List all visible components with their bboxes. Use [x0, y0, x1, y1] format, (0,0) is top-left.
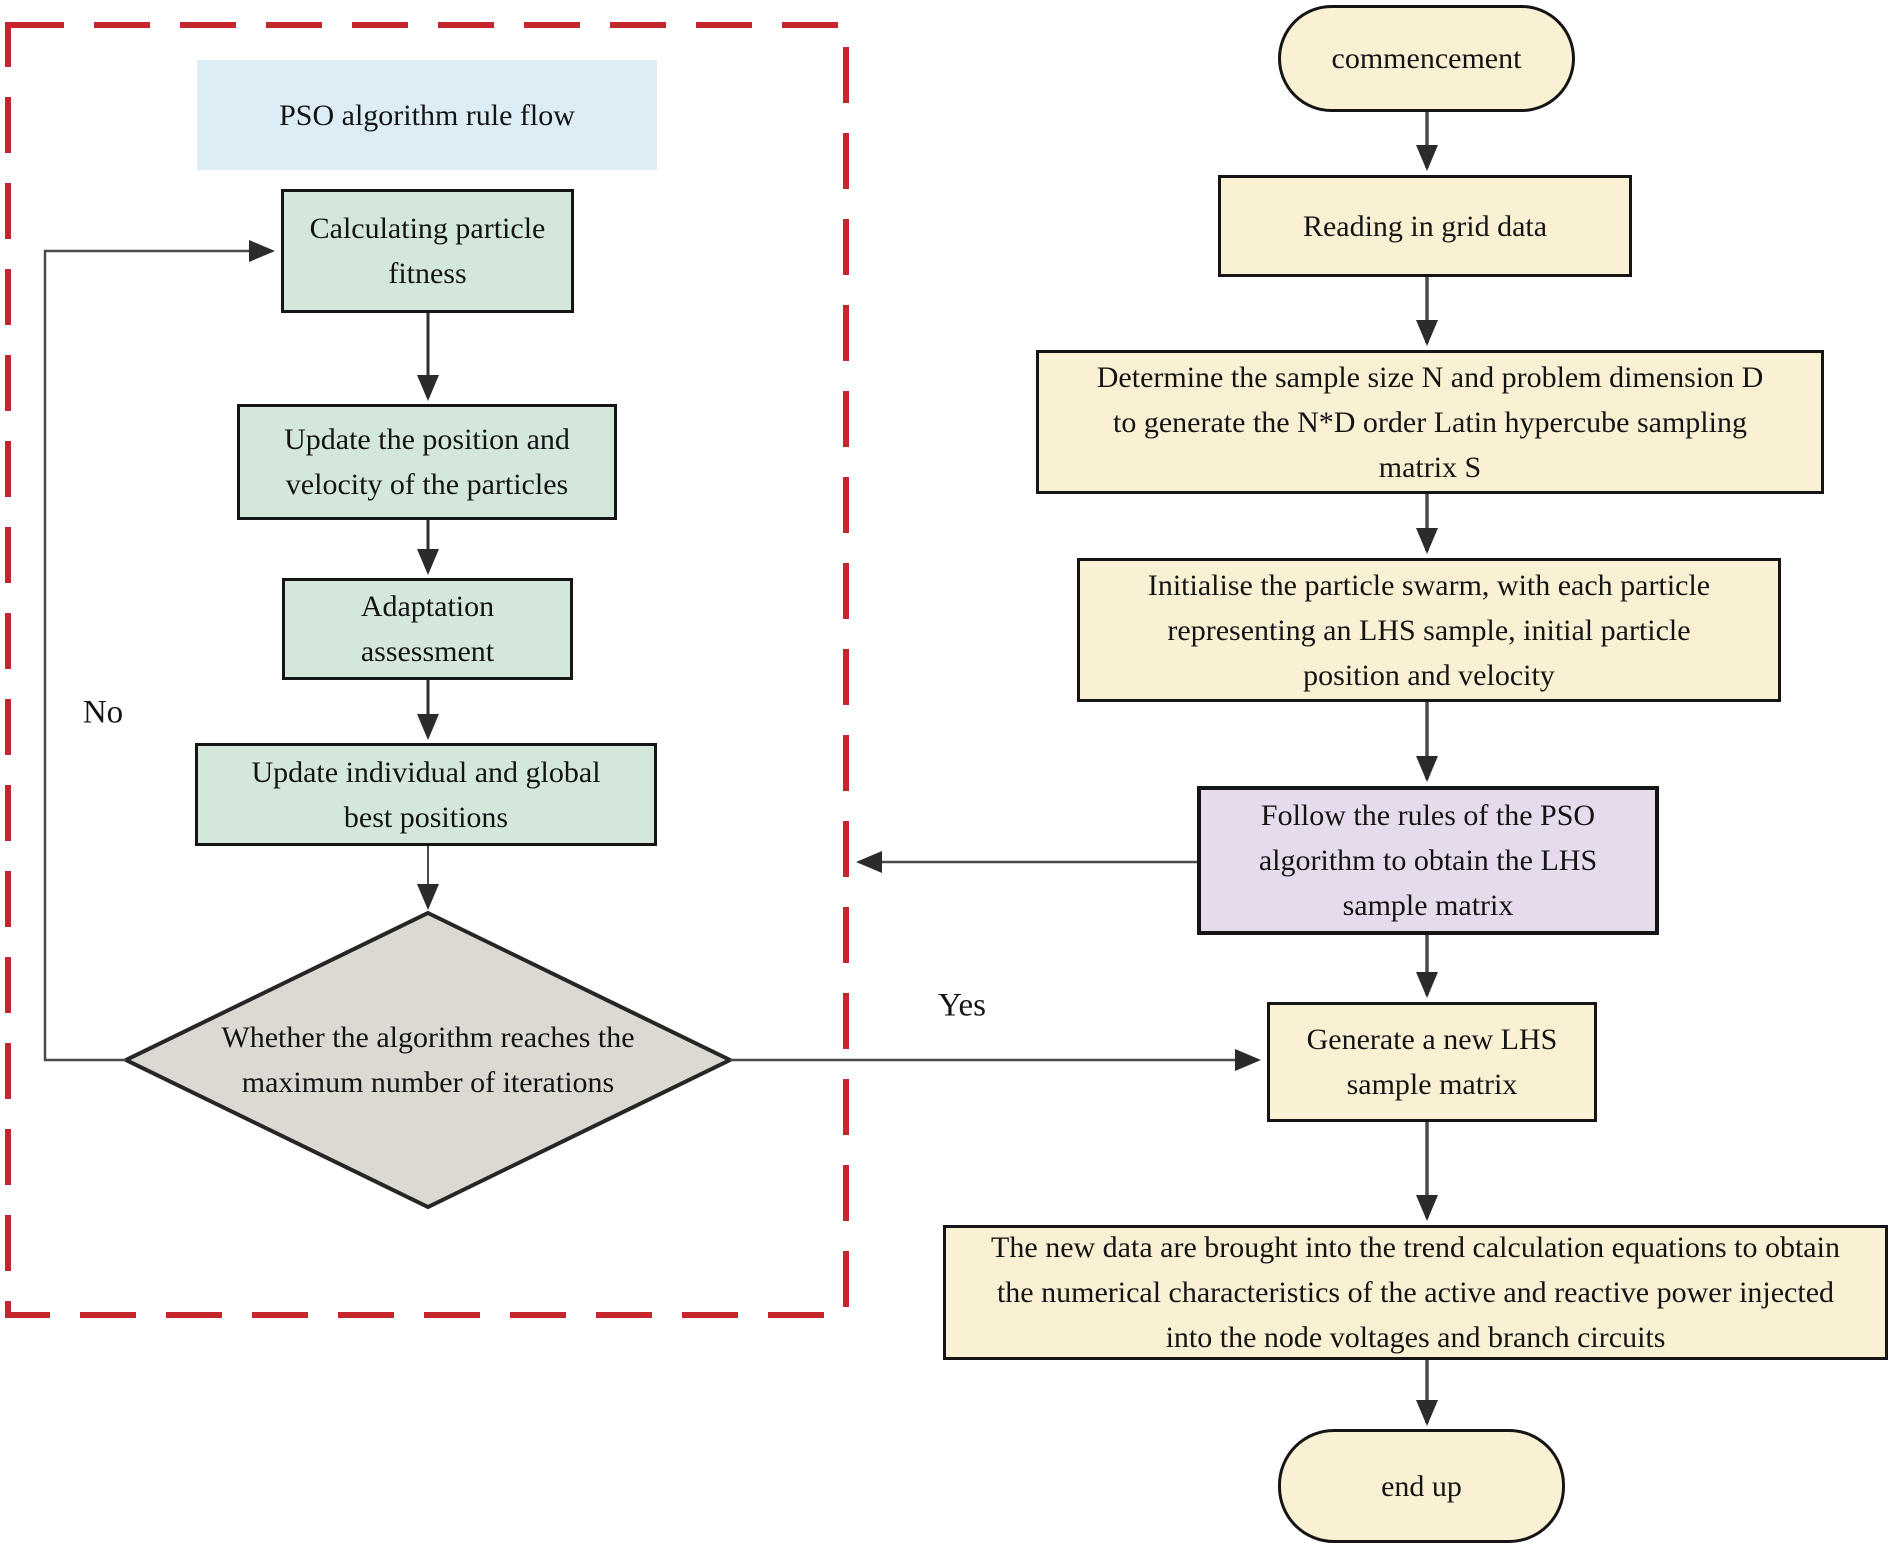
node-follow-pso-rules: Follow the rules of the PSO algorithm to…	[1197, 786, 1659, 935]
decision-max-iterations-label: Whether the algorithm reaches the maximu…	[221, 1021, 635, 1099]
no-branch-label: No	[82, 694, 124, 731]
node-determine-sample-size: Determine the sample size N and problem …	[1036, 350, 1824, 494]
node-generate-new-lhs-matrix: Generate a new LHS sample matrix	[1267, 1002, 1597, 1122]
node-calculating-particle-fitness: Calculating particle fitness	[281, 189, 574, 313]
node-update-best-positions: Update individual and global best positi…	[195, 743, 657, 846]
yes-branch-label: Yes	[937, 987, 987, 1024]
pso-group-dashed-boundary	[5, 22, 849, 1318]
terminator-start: commencement	[1278, 5, 1575, 112]
pso-group-title: PSO algorithm rule flow	[197, 60, 657, 170]
terminator-end: end up	[1278, 1429, 1565, 1543]
decision-diamond-shape	[121, 910, 735, 1210]
node-trend-calculation: The new data are brought into the trend …	[943, 1225, 1888, 1360]
arrow-no-loop	[43, 240, 275, 1062]
node-update-position-velocity: Update the position and velocity of the …	[237, 404, 617, 520]
node-reading-grid-data: Reading in grid data	[1218, 175, 1632, 277]
node-initialise-particle-swarm: Initialise the particle swarm, with each…	[1077, 558, 1781, 702]
node-adaptation-assessment: Adaptation assessment	[282, 578, 573, 680]
